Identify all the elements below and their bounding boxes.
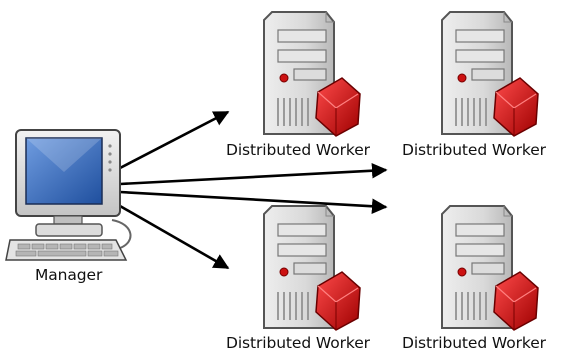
- worker-label-bottom-left: Distributed Worker: [226, 334, 370, 352]
- arrow-to-worker-top-right: [119, 162, 388, 186]
- worker-label-bottom-right: Distributed Worker: [402, 334, 546, 352]
- server-tower-icon: [263, 11, 361, 137]
- arrow-to-worker-top-left: [119, 110, 230, 170]
- desktop-computer-icon: [5, 129, 132, 261]
- server-tower-icon: [441, 11, 539, 137]
- worker-label-top-right: Distributed Worker: [402, 141, 546, 159]
- server-tower-icon: [263, 205, 361, 331]
- arrow-to-worker-bottom-left: [119, 204, 230, 270]
- arrow-to-worker-bottom-right: [119, 190, 388, 214]
- manager-label: Manager: [35, 266, 103, 284]
- server-tower-icon: [441, 205, 539, 331]
- worker-label-top-left: Distributed Worker: [226, 141, 370, 159]
